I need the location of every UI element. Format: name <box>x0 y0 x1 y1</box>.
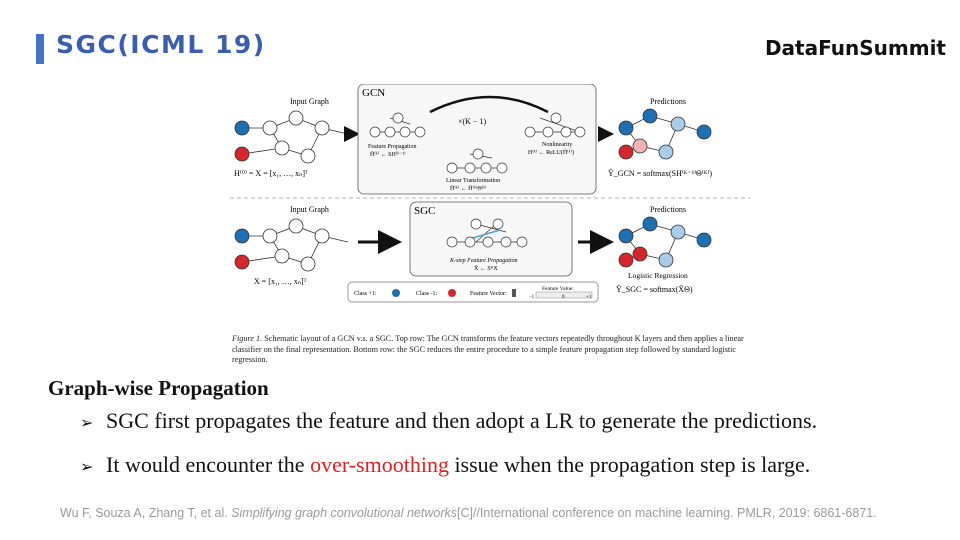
slide-title: SGC(ICML 19) <box>56 30 266 59</box>
sgc-input-equation: X = [x₁, …, xₙ]ᵀ <box>254 277 307 286</box>
legend-class-neg: Class -1: <box>416 291 438 297</box>
predictions-label-bottom: Predictions <box>650 205 686 214</box>
legend-class-neg-dot <box>448 289 456 297</box>
legend-feature-vector: Feature Vector: <box>470 291 507 297</box>
reference-title: Simplifying graph convolutional networks <box>231 506 457 520</box>
predictions-graph-bottom <box>618 216 712 268</box>
nonlinearity-eq: H⁽ᵏ⁾ ← ReLU(H̄⁽ᵏ⁾) <box>528 149 574 156</box>
nonlinearity-label: Nonlinearity <box>542 142 572 148</box>
bullet-item: ➢ SGC first propagates the feature and th… <box>80 408 817 434</box>
figure-caption-label: Figure 1. <box>232 334 263 343</box>
title-accent-bar <box>36 34 44 64</box>
logistic-regression-label: Logistic Regression <box>628 271 688 280</box>
gcn-loop-arrow <box>429 95 549 114</box>
gcn-box <box>357 84 597 195</box>
predictions-label-top: Predictions <box>650 97 686 106</box>
bullet-item: ➢ It would encounter the over-smoothing i… <box>80 452 810 478</box>
input-graph-bottom <box>234 218 349 272</box>
gcn-input-equation: H⁽⁰⁾ = X = [x₁, …, xₙ]ᵀ <box>234 169 308 178</box>
sgc-label: SGC <box>414 205 435 217</box>
figure-caption: Figure 1. Schematic layout of a GCN v.s.… <box>232 334 752 366</box>
bullet-text: SGC first propagates the feature and the… <box>106 408 818 433</box>
gcn-label: GCN <box>362 87 385 99</box>
section-heading: Graph-wise Propagation <box>48 376 269 400</box>
legend-feature-value: Feature Value: <box>542 286 574 292</box>
legend-scale-min: -1 <box>530 295 535 300</box>
bullet-arrow-icon: ➢ <box>80 457 94 476</box>
kstep-eq: X̄ ← SᴷX <box>474 265 498 272</box>
bullet-text-pre: It would encounter the <box>106 452 311 477</box>
figure-caption-text: Schematic layout of a GCN v.s. a SGC. To… <box>232 334 744 364</box>
kstep-label: K-step Feature Propagation <box>449 258 518 264</box>
reference-rest: [C]//International conference on machine… <box>456 506 877 520</box>
gcn-output-equation: Ŷ_GCN = softmax(SH⁽ᴷ⁻¹⁾Θ⁽ᴷ⁾) <box>608 168 712 178</box>
reference-authors: Wu F, Souza A, Zhang T, et al. <box>60 506 232 520</box>
brand-logo: DataFunSummit <box>764 36 946 60</box>
linear-transformation-label: Linear Transformation <box>446 177 500 184</box>
bullet-text-post: issue when the propagation step is large… <box>448 452 811 477</box>
legend-scale-mid: 0 <box>562 295 565 300</box>
gcn-vs-sgc-figure: Input Graph H⁽⁰⁾ = X = [x₁, …, xₙ]ᵀ GCN … <box>230 84 750 303</box>
input-graph-top <box>234 110 349 164</box>
linear-transformation-eq: H̄⁽ᵏ⁾ ← H̄⁽ᵏ⁾Θ⁽ᵏ⁾ <box>450 185 487 192</box>
gcn-repeat-label: ×(K − 1) <box>458 117 486 126</box>
legend-feature-vector-icon <box>512 289 516 297</box>
input-graph-label-bottom: Input Graph <box>290 205 329 214</box>
sgc-output-equation: Ŷ_SGC = softmax(X̄Θ) <box>616 284 693 294</box>
legend-class-pos-dot <box>392 289 400 297</box>
feature-propagation-eq: H̄⁽ᵏ⁾ ← SH⁽ᵏ⁻¹⁾ <box>370 151 406 158</box>
sgc-inner-graph <box>446 218 528 248</box>
legend-scale-max: +1 <box>586 295 592 300</box>
legend-class-pos: Class +1: <box>354 291 377 297</box>
bullet-arrow-icon: ➢ <box>80 413 94 432</box>
predictions-graph-top <box>618 108 712 160</box>
reference-citation: Wu F, Souza A, Zhang T, et al. Simplifyi… <box>60 506 877 520</box>
legend-feature-value-bar <box>535 291 593 299</box>
legend-box <box>347 281 599 303</box>
highlight-over-smoothing: over-smoothing <box>310 452 449 477</box>
gcn-inner-graphs <box>369 112 586 174</box>
feature-propagation-label: Feature Propagation <box>368 144 417 150</box>
input-graph-label-top: Input Graph <box>290 97 329 106</box>
